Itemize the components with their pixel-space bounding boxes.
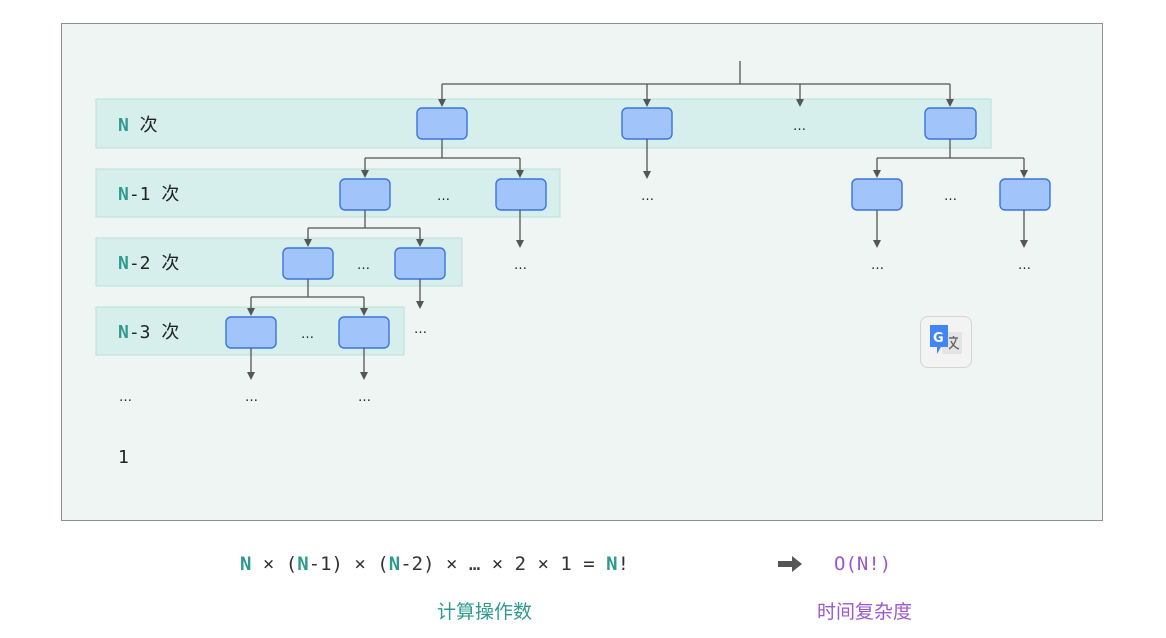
arrow-right-icon [778,556,802,572]
tree-node [999,178,1051,211]
level-label-2: N-1 次 [118,184,179,205]
edges-l4 [247,348,368,380]
formula-row: N × (N-1) × (N-2) × … × 2 × 1 = N! O(N!) [0,548,1166,580]
edges-l3 [247,279,424,316]
level-band-2 [95,168,561,218]
tree-ellipsis: … [437,189,450,204]
caption-operations: 计算操作数 [437,601,533,623]
svg-text:G: G [933,331,944,346]
tree-node [339,178,391,211]
tree-ellipsis: … [793,119,806,134]
tree-ellipsis: … [871,258,884,273]
edges-left-subtree-l1 [361,139,524,178]
edges-right-subtree [873,139,1028,178]
tree-node [416,107,468,140]
tree-node [924,107,977,140]
tree-node [338,316,390,349]
tree-ellipsis: … [245,390,258,405]
level-label-1: N 次 [118,115,158,136]
tree-ellipsis: … [514,258,527,273]
tree-node [495,178,547,211]
tree-ellipsis: … [944,189,957,204]
tree-node [621,107,673,140]
complexity-value: O(N!) [834,553,892,575]
tree-ellipsis: … [641,189,654,204]
edges-l2 [304,210,524,248]
tree-ellipsis: … [1018,258,1031,273]
edges-right-subtree-down [873,210,1028,248]
translate-icon: G [930,325,962,354]
level-label-4: N-3 次 [118,322,179,343]
root-edges [438,61,954,107]
level-label-last: 1 [118,447,129,468]
level-label-ellipsis: … [119,390,132,405]
tree-node [282,247,334,280]
tree-node [225,316,277,349]
edges-middle-node [643,139,651,179]
level-label-3: N-2 次 [118,253,179,274]
tree-ellipsis: … [301,327,314,342]
formula-expression: N × (N-1) × (N-2) × … × 2 × 1 = N! [240,553,630,575]
level-band-1 [95,98,992,149]
tree-node [851,178,903,211]
tree-ellipsis: … [357,258,370,273]
translate-button[interactable]: G [920,316,972,368]
recursion-tree-diagram: N 次 N-1 次 N-2 次 N-3 次 … 1 … [95,61,1051,468]
tree-ellipsis: … [358,390,371,405]
tree-node [394,247,446,280]
caption-time-complexity: 时间复杂度 [817,601,913,623]
tree-ellipsis: … [414,322,427,337]
